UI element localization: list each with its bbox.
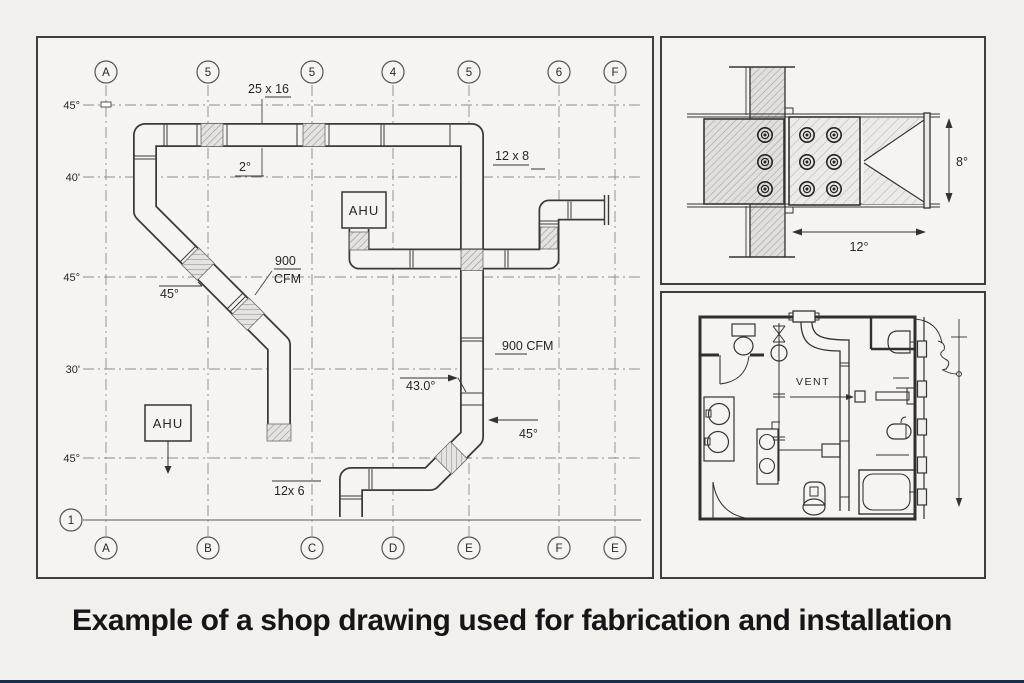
elbow-angle-left-label: 45° bbox=[160, 287, 179, 301]
toilet-bottom bbox=[802, 481, 826, 516]
cfm-unit-label: CFM bbox=[274, 272, 301, 286]
footer-accent-bar bbox=[0, 680, 1024, 683]
ahu-upper-label: AHU bbox=[349, 203, 379, 218]
exterior-piping bbox=[914, 318, 967, 507]
svg-text:5: 5 bbox=[466, 67, 472, 79]
svg-text:E: E bbox=[465, 543, 473, 555]
toilet-top-right bbox=[887, 330, 915, 354]
top-bubble: 4 bbox=[381, 60, 405, 84]
offset-angle-label: 43.0° bbox=[406, 379, 435, 393]
wall-jambs bbox=[916, 340, 928, 506]
svg-text:6: 6 bbox=[556, 67, 562, 79]
vent-duct bbox=[779, 310, 850, 511]
top-bubble: F bbox=[603, 60, 627, 84]
cfm-value-label: 900 bbox=[275, 254, 296, 268]
bottom-bubble: B bbox=[196, 536, 220, 560]
elbow-angle-right-label: 45° bbox=[519, 427, 538, 441]
grid-tick bbox=[100, 101, 112, 108]
bottom-bubble: F bbox=[547, 536, 571, 560]
slope-label: 2° bbox=[239, 160, 251, 174]
bottom-bubble: E bbox=[457, 536, 481, 560]
row-grid-lines bbox=[83, 104, 641, 459]
row-1-bubble: 1 bbox=[59, 508, 83, 532]
svg-text:A: A bbox=[102, 67, 110, 79]
row-label: 40' bbox=[66, 172, 80, 184]
height-dim-label: 8° bbox=[956, 155, 968, 169]
duct-hatch-segments bbox=[181, 123, 558, 475]
svg-text:4: 4 bbox=[390, 67, 397, 79]
left-plate bbox=[703, 118, 785, 205]
width-dim-label: 12° bbox=[850, 240, 869, 254]
cfm-inline-label: 900 CFM bbox=[502, 339, 553, 353]
ahu-upper: AHU bbox=[341, 191, 387, 229]
bottom-bubble: C bbox=[300, 536, 324, 560]
svg-text:F: F bbox=[611, 67, 618, 79]
vent-callout: VENT bbox=[790, 376, 866, 403]
main-duct-plan-drawing: 45° 40' 45° 30' 45° bbox=[59, 60, 641, 560]
row-label: 30' bbox=[66, 364, 80, 376]
bathtub bbox=[858, 469, 916, 515]
ahu-lower-label: AHU bbox=[153, 416, 183, 431]
duct-joints bbox=[133, 123, 572, 500]
ahu-lower: AHU bbox=[144, 404, 192, 474]
height-dimension: 8° bbox=[945, 118, 968, 203]
bolts bbox=[757, 127, 842, 197]
gusset bbox=[862, 112, 931, 209]
doors bbox=[712, 355, 752, 520]
row-label: 45° bbox=[63, 100, 80, 112]
top-bubble: 5 bbox=[300, 60, 324, 84]
lavatory-counter bbox=[703, 396, 735, 462]
annotations: 25 x 16 2° 12 x 8 900 CFM 45° 900 CFM 4 bbox=[159, 82, 553, 498]
duct-size-main-label: 25 x 16 bbox=[248, 82, 289, 96]
svg-text:C: C bbox=[308, 543, 316, 555]
bottom-bubble: D bbox=[381, 536, 405, 560]
svg-text:B: B bbox=[204, 543, 212, 555]
right-fixtures bbox=[875, 377, 917, 456]
duct-run-main bbox=[133, 123, 484, 517]
connection-detail-drawing: 8° 12° bbox=[687, 66, 968, 258]
vent-label: VENT bbox=[796, 376, 830, 388]
svg-text:5: 5 bbox=[205, 67, 211, 79]
floor-plan-panel: VENT bbox=[660, 291, 986, 579]
row-labels: 45° 40' 45° 30' 45° bbox=[63, 100, 80, 465]
clip-angles bbox=[784, 107, 794, 214]
duct-end-flange bbox=[603, 195, 610, 225]
figure-caption: Example of a shop drawing used for fabri… bbox=[72, 604, 952, 637]
duct-size-lower-label: 12x 6 bbox=[274, 484, 305, 498]
row-label: 45° bbox=[63, 453, 80, 465]
top-bubble: 6 bbox=[547, 60, 571, 84]
grid-bubbles: A 5 5 4 5 6 F A B C D E F E 1 bbox=[59, 60, 627, 560]
width-dimension: 12° bbox=[792, 228, 926, 254]
svg-text:1: 1 bbox=[68, 515, 74, 527]
bottom-bubble: A bbox=[94, 536, 118, 560]
svg-text:D: D bbox=[389, 543, 397, 555]
pipe-riser bbox=[770, 323, 788, 481]
mid-fixture bbox=[756, 421, 780, 485]
branch-size-label: 12 x 8 bbox=[495, 149, 529, 163]
svg-text:A: A bbox=[102, 543, 110, 555]
bottom-bubble: E bbox=[603, 536, 627, 560]
top-bubble: 5 bbox=[196, 60, 220, 84]
diffuser-end-cap bbox=[266, 423, 292, 442]
top-bubble: 5 bbox=[457, 60, 481, 84]
floor-plan-drawing: VENT bbox=[698, 310, 967, 521]
main-duct-plan-panel: 45° 40' 45° 30' 45° bbox=[36, 36, 654, 579]
svg-text:F: F bbox=[555, 543, 562, 555]
svg-text:E: E bbox=[611, 543, 619, 555]
top-bubble: A bbox=[94, 60, 118, 84]
row-label: 45° bbox=[63, 272, 80, 284]
toilet-top-left bbox=[731, 323, 756, 356]
connection-detail-panel: 8° 12° bbox=[660, 36, 986, 285]
svg-text:5: 5 bbox=[309, 67, 315, 79]
